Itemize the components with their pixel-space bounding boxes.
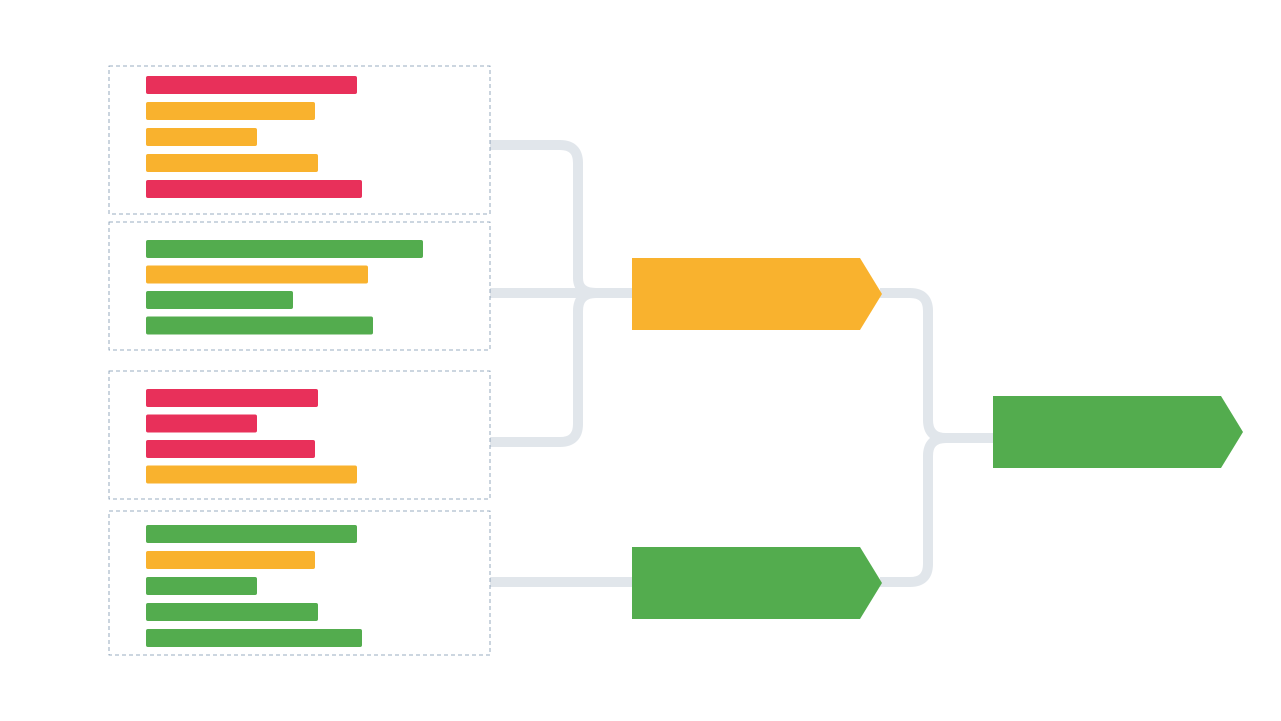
group-frame xyxy=(108,221,491,351)
bar-groups xyxy=(108,65,491,656)
bar xyxy=(146,316,373,335)
bar xyxy=(146,603,318,621)
group-frame xyxy=(108,510,491,656)
connector-line xyxy=(490,140,640,298)
bar xyxy=(146,128,257,146)
connector-line xyxy=(880,433,947,587)
group-frame xyxy=(108,65,491,215)
group-frame xyxy=(108,370,491,500)
bar-group xyxy=(108,65,491,215)
lower-arrow-node xyxy=(632,547,882,619)
bar xyxy=(146,465,357,484)
bar xyxy=(146,525,357,543)
connector-line xyxy=(880,288,1000,443)
bar xyxy=(146,180,362,198)
upper-arrow-node xyxy=(632,258,882,330)
bar-group xyxy=(108,221,491,351)
bar xyxy=(146,577,257,595)
connector-lines xyxy=(490,140,1000,587)
final-arrow-node xyxy=(993,396,1243,468)
connector-line xyxy=(490,288,597,447)
bar-group xyxy=(108,510,491,656)
bar xyxy=(146,265,368,284)
bar xyxy=(146,102,315,120)
bar xyxy=(146,389,318,407)
bar xyxy=(146,154,318,172)
bar xyxy=(146,551,315,569)
bar xyxy=(146,240,423,258)
bar xyxy=(146,291,293,309)
arrow-nodes xyxy=(632,258,1243,619)
bar xyxy=(146,629,362,647)
bar xyxy=(146,414,257,433)
bar xyxy=(146,76,357,94)
bar-group xyxy=(108,370,491,500)
bar xyxy=(146,440,315,458)
